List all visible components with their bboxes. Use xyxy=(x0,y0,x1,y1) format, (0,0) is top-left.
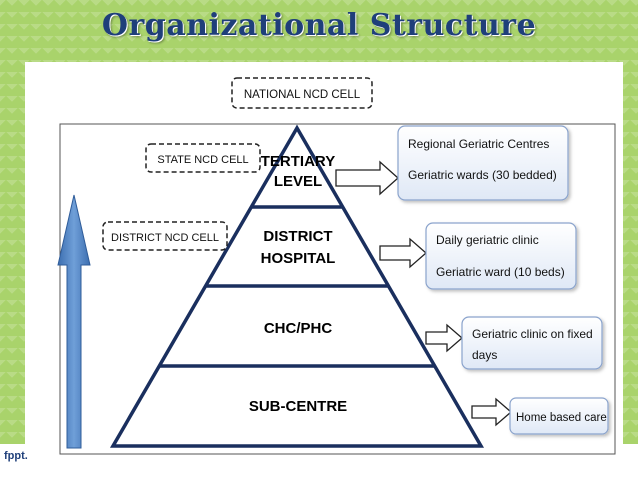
district-ncd-cell-box xyxy=(102,221,228,251)
district-service-2: Geriatric ward (10 beds) xyxy=(436,265,565,279)
tertiary-label-line1: TERTIARY xyxy=(261,153,335,170)
footer-brand: fppt. xyxy=(4,450,28,462)
national-ncd-cell-label: NATIONAL NCD CELL xyxy=(244,89,361,101)
national-ncd-cell-box xyxy=(231,77,373,109)
district-ncd-cell-label: DISTRICT NCD CELL xyxy=(111,232,219,244)
tertiary-service-2: Geriatric wards (30 bedded) xyxy=(408,168,557,182)
chc-phc-services-box xyxy=(461,316,603,370)
state-ncd-cell-label: STATE NCD CELL xyxy=(157,154,248,166)
sub-centre-services-box xyxy=(509,397,609,435)
chc-phc-arrow xyxy=(425,323,463,353)
sub-centre-arrow xyxy=(471,397,512,427)
tertiary-arrow xyxy=(335,160,399,196)
slide-title: Organizational Structure xyxy=(101,8,537,43)
district-hospital-label-line1: DISTRICT xyxy=(263,228,332,245)
inner-frame xyxy=(59,123,616,455)
district-hospital-label-line2: HOSPITAL xyxy=(261,250,336,267)
district-services-box xyxy=(425,222,577,290)
district-service-1: Daily geriatric clinic xyxy=(436,233,539,247)
chc-phc-service-line1: Geriatric clinic on fixed xyxy=(472,327,593,341)
upward-arrow xyxy=(57,194,91,449)
chc-phc-label: CHC/PHC xyxy=(264,320,333,337)
tertiary-label-line2: LEVEL xyxy=(274,173,322,190)
chc-phc-service-line2: days xyxy=(472,348,497,362)
sub-centre-service: Home based care xyxy=(516,412,607,424)
tertiary-services-box xyxy=(397,125,569,201)
state-ncd-cell-box xyxy=(145,143,261,173)
tertiary-service-1: Regional Geriatric Centres xyxy=(408,137,549,151)
sub-centre-label: SUB-CENTRE xyxy=(249,398,347,415)
district-arrow xyxy=(379,237,427,269)
footer-bar xyxy=(0,444,638,478)
